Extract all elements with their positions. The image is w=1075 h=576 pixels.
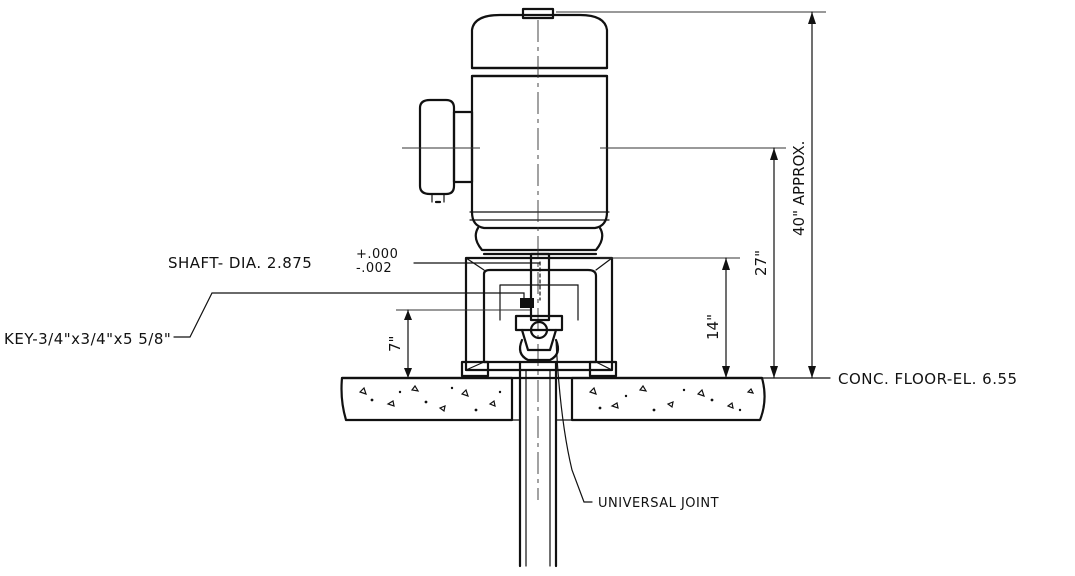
annotations: SHAFT- DIA. 2.875 +.000 -.002 KEY-3/4"x3… xyxy=(4,141,1018,511)
shaft-tol-plus: +.000 xyxy=(356,247,398,262)
dimension-lines xyxy=(396,11,831,379)
key-label: KEY-3/4"x3/4"x5 5/8" xyxy=(4,330,171,348)
motor-support-frame xyxy=(460,256,618,378)
motor-center-dim: 27" xyxy=(752,250,770,276)
leader-lines xyxy=(173,262,593,503)
coupling-height-dim: 14" xyxy=(704,314,722,340)
universal-joint-label: UNIVERSAL JOINT xyxy=(598,496,719,511)
shaft-tol-minus: -.002 xyxy=(356,261,392,276)
shaft-label: SHAFT- DIA. 2.875 xyxy=(168,254,312,272)
motor-assembly xyxy=(418,7,610,256)
concrete-floor xyxy=(340,376,766,422)
shaft-and-coupling xyxy=(514,252,564,362)
key-height-dim: 7" xyxy=(386,336,404,352)
overall-height-dim: 40" APPROX. xyxy=(790,141,808,236)
floor-label: CONC. FLOOR-EL. 6.55 xyxy=(838,370,1018,388)
centerlines xyxy=(402,20,786,500)
line-shaft xyxy=(511,360,573,568)
